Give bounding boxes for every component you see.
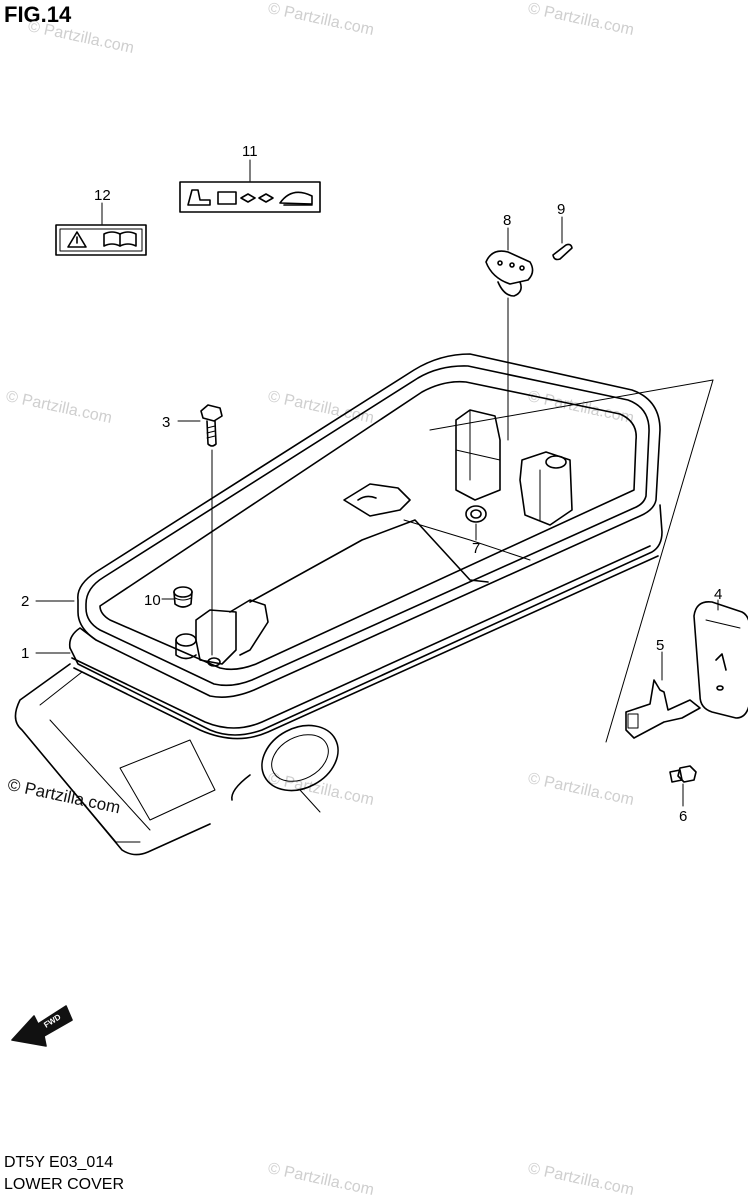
callout-1: 1 — [21, 645, 29, 662]
pin-part — [552, 243, 573, 261]
callout-5: 5 — [656, 637, 664, 654]
screw-part — [669, 765, 697, 783]
figure-title: FIG.14 — [4, 2, 72, 27]
bracket-part — [625, 679, 701, 739]
callout-2: 2 — [21, 593, 29, 610]
callout-12: 12 — [94, 187, 111, 204]
callout-6: 6 — [679, 808, 687, 825]
callout-7: 7 — [472, 540, 480, 557]
instruction-decal — [179, 181, 321, 213]
clip-part — [693, 600, 748, 719]
callout-3: 3 — [162, 414, 170, 431]
callout-8: 8 — [503, 212, 511, 229]
diagram-name: LOWER COVER — [4, 1176, 125, 1193]
rubber-grommet-part — [173, 586, 193, 608]
callout-9: 9 — [557, 201, 565, 218]
warning-decal — [55, 224, 147, 256]
bolt-part — [200, 404, 223, 447]
diagram-code: DT5Y E03_014 — [4, 1154, 114, 1171]
grommet-part — [485, 250, 534, 297]
callout-4: 4 — [714, 586, 722, 603]
callout-10: 10 — [144, 592, 161, 609]
lower-cover-body — [14, 353, 663, 856]
fwd-arrow-icon — [11, 1005, 73, 1047]
callout-11: 11 — [242, 143, 258, 160]
